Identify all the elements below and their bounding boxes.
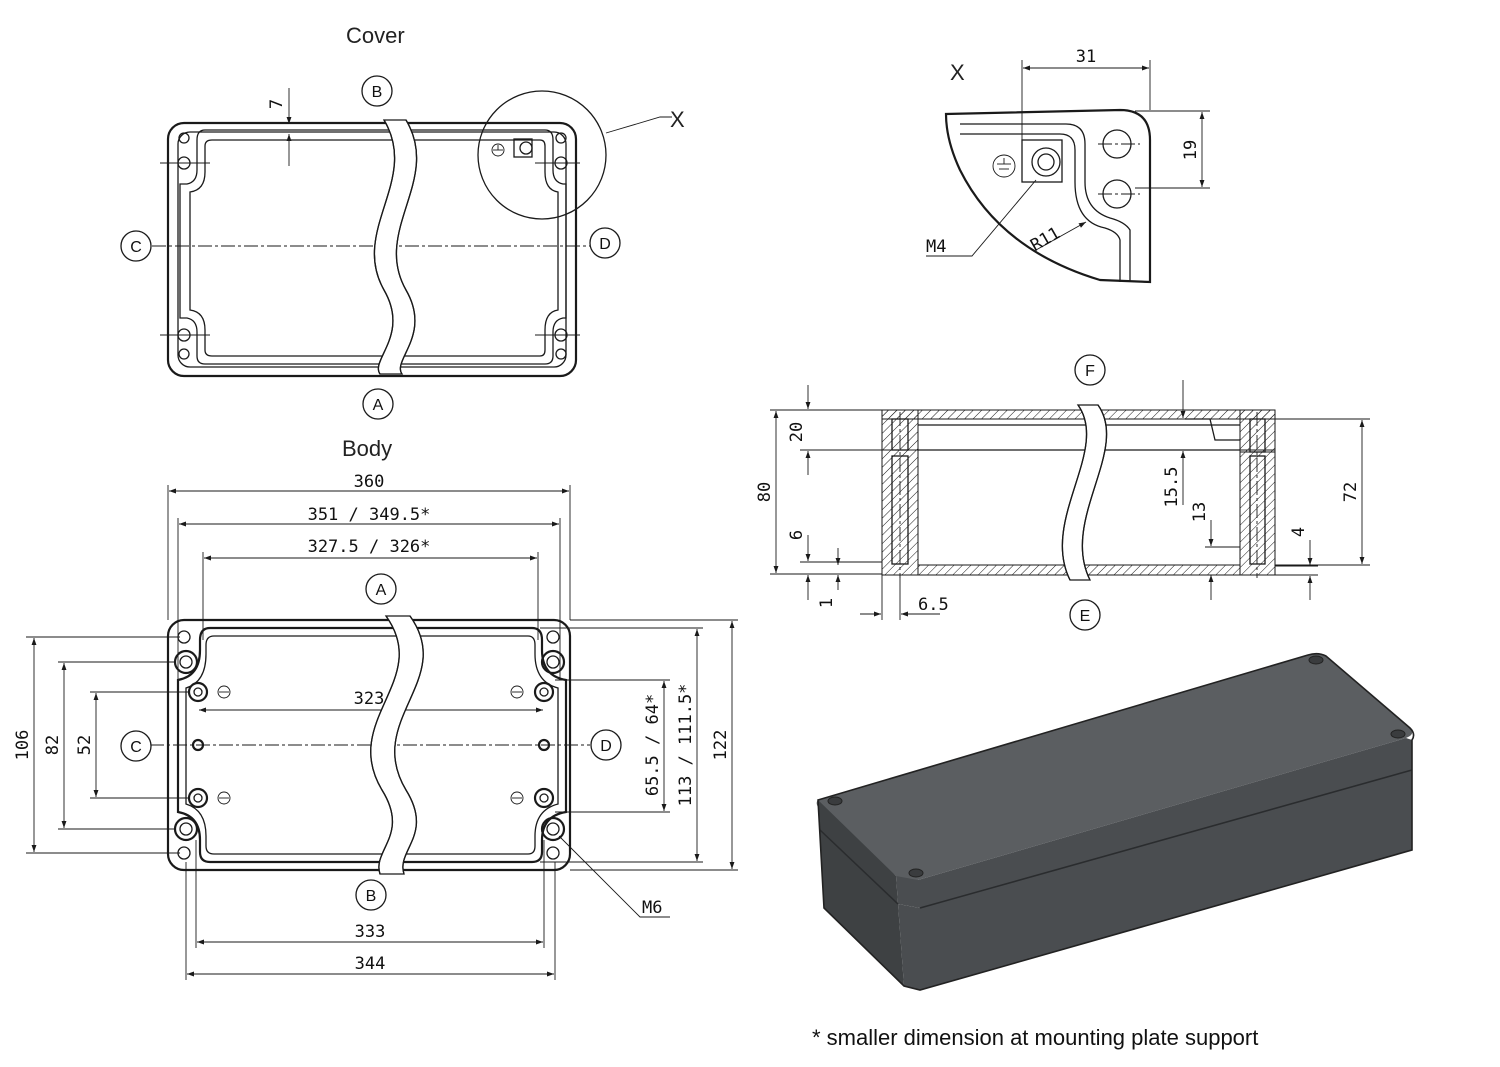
detail-x-title: X	[950, 60, 965, 85]
dim-body-333: 333	[355, 922, 386, 942]
body-title: Body	[342, 436, 392, 461]
dim-body-106: 106	[13, 730, 33, 761]
body-view: Body	[13, 436, 738, 980]
cover-outline	[166, 121, 578, 378]
dim-body-82: 82	[43, 735, 63, 755]
enclosure-top-face	[816, 653, 1413, 882]
body-label-c: C	[130, 739, 142, 756]
dim-detail-height: 19	[1181, 140, 1201, 160]
dim-section-bottom-1: 1	[817, 598, 837, 608]
body-thread-label: M6	[642, 898, 662, 918]
cover-label-b: B	[372, 84, 383, 101]
dim-section-wall: 6.5	[918, 595, 949, 615]
dim-section-4: 4	[1289, 527, 1309, 537]
body-label-a: A	[376, 582, 387, 599]
dim-body-52: 52	[75, 735, 95, 755]
dim-body-122: 122	[711, 730, 731, 761]
dim-section-13: 13	[1190, 502, 1210, 522]
body-label-d: D	[600, 738, 612, 755]
dim-body-113: 113 / 111.5*	[676, 684, 696, 807]
section-view: 80 20 6 1 6.5 15.5 13 72	[755, 354, 1370, 631]
detail-x-view: X 31 19 R11 M4	[926, 47, 1210, 284]
detail-thread-label: M4	[926, 237, 946, 257]
body-label-b: B	[366, 888, 377, 905]
section-label-f: F	[1085, 363, 1095, 380]
dim-section-15-5: 15.5	[1162, 467, 1182, 508]
section-label-e: E	[1080, 608, 1091, 625]
dim-body-length: 360	[354, 472, 385, 492]
enclosure-cover-front	[896, 738, 1412, 908]
cover-label-d: D	[599, 236, 611, 253]
enclosure-3d-render	[816, 652, 1415, 991]
dim-section-72: 72	[1341, 482, 1361, 502]
dim-body-screw-spacing: 323	[354, 689, 385, 709]
dim-section-cover: 20	[787, 422, 807, 442]
enclosure-body-side	[820, 830, 904, 986]
cover-label-a: A	[373, 397, 384, 414]
enclosure-cover-side	[818, 800, 898, 904]
dim-section-total: 80	[755, 482, 775, 502]
dim-section-bottom-6: 6	[787, 530, 807, 540]
cover-title: Cover	[346, 23, 405, 48]
dim-body-344: 344	[355, 954, 386, 974]
footnote: * smaller dimension at mounting plate su…	[812, 1025, 1258, 1050]
dim-body-inner-length: 351 / 349.5*	[308, 505, 431, 525]
detail-x-circle	[477, 90, 607, 220]
dim-cover-flange: 7	[267, 99, 287, 109]
cover-label-c: C	[130, 239, 142, 256]
dim-body-inner-length-2: 327.5 / 326*	[308, 537, 431, 557]
detail-x-callout: X	[670, 107, 685, 132]
dim-body-65: 65.5 / 64*	[643, 694, 663, 796]
cover-view: Cover X 7	[120, 23, 685, 420]
enclosure-body-front	[898, 770, 1412, 990]
dim-detail-width: 31	[1076, 47, 1096, 67]
